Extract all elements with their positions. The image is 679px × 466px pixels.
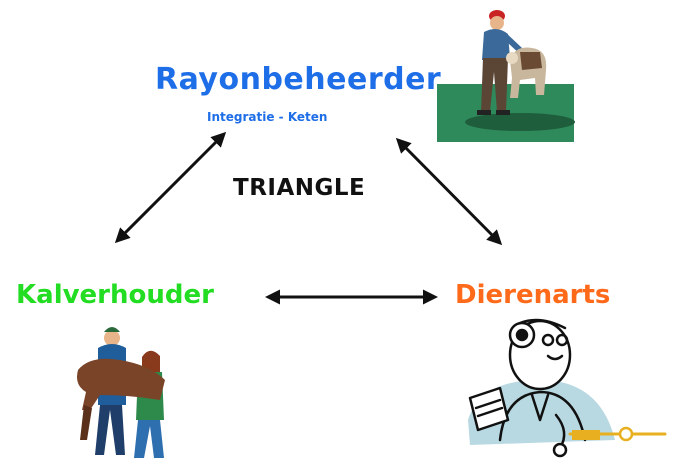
veterinarian-icon	[468, 318, 667, 458]
rayonbeheerder-sublabel: Integratie - Keten	[207, 110, 328, 124]
arrow-rayon-dieren	[395, 137, 503, 246]
farmers-carrying-calf-icon	[77, 327, 165, 458]
kalverhouder-label: Kalverhouder	[16, 280, 214, 310]
triangle-title: TRIANGLE	[233, 175, 366, 201]
arrow-rayon-kalver	[114, 131, 227, 244]
rayonbeheerder-label: Rayonbeheerder	[155, 62, 442, 97]
farmer-with-calf-icon	[437, 10, 575, 142]
dierenarts-label: Dierenarts	[455, 280, 611, 310]
